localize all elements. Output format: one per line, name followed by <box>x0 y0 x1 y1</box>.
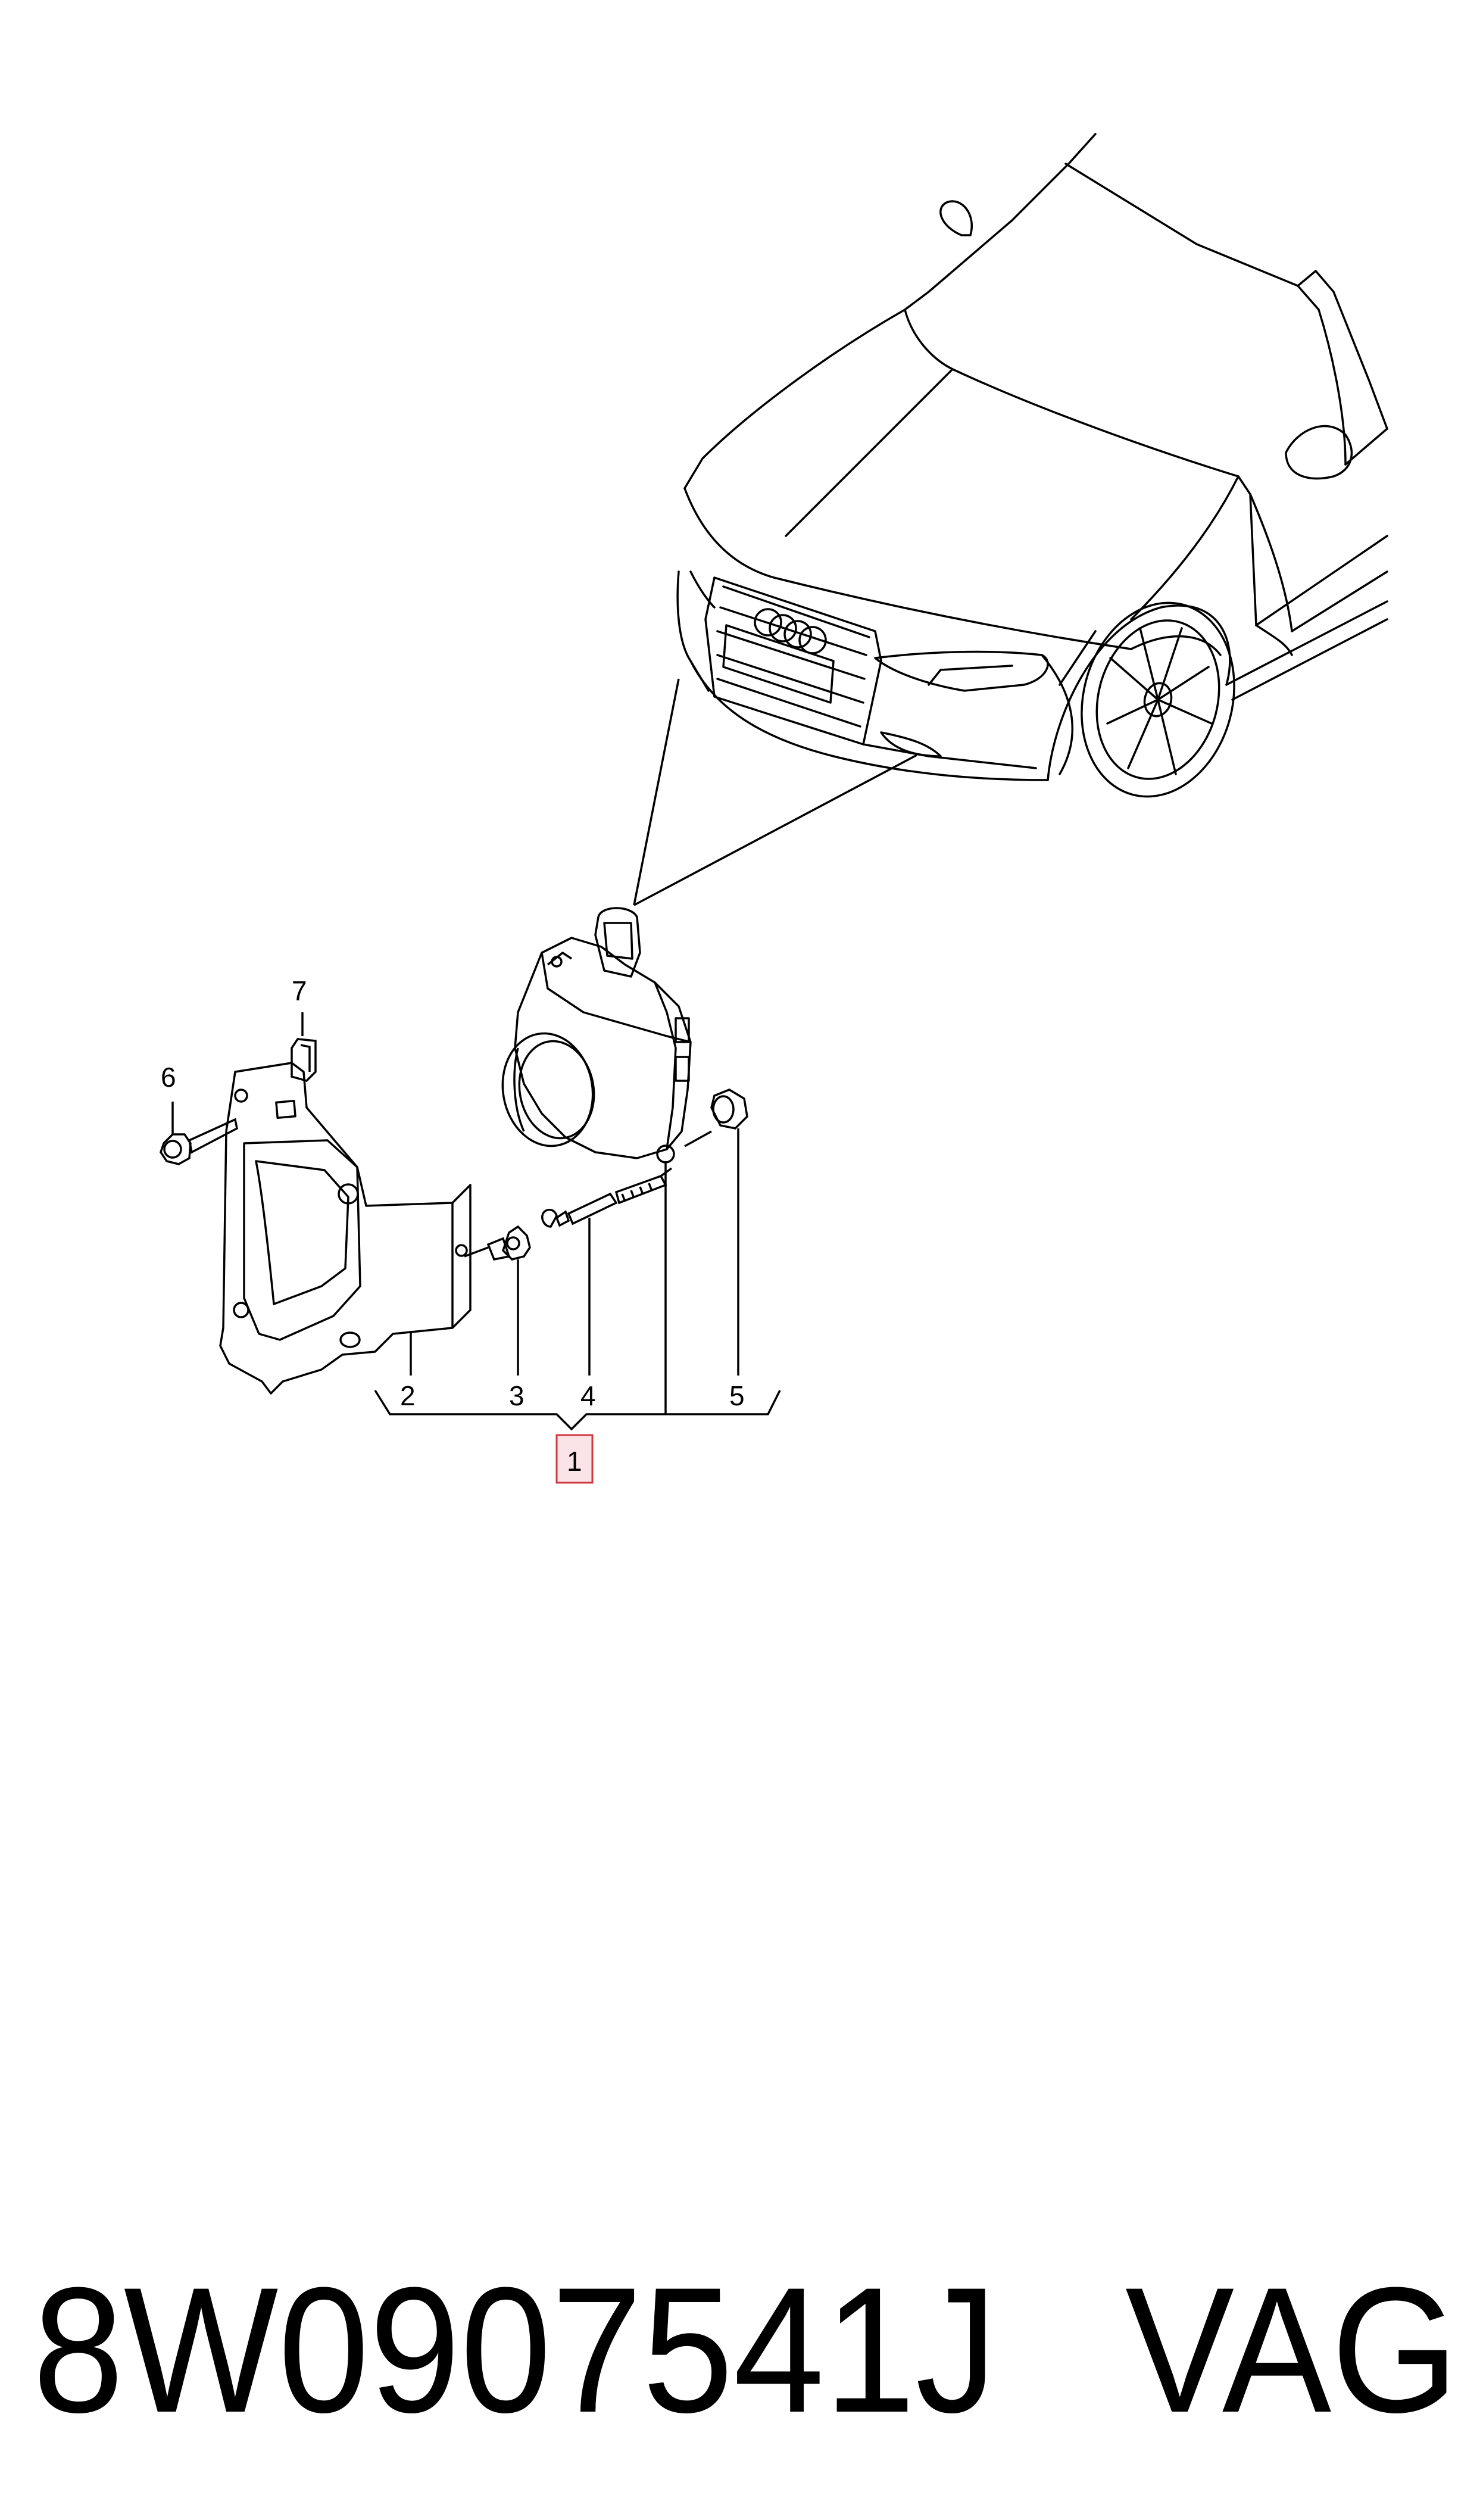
callout-labels: 7 6 2 3 4 5 1 <box>161 975 745 1484</box>
car-illustration <box>676 133 1388 798</box>
callout-5: 5 <box>729 1380 745 1411</box>
callout-2: 2 <box>400 1380 416 1411</box>
callout-3: 3 <box>509 1380 524 1411</box>
radar-sensor-unit <box>501 907 692 1164</box>
ball-socket-part-5 <box>684 1089 748 1147</box>
adjusting-screw-part-4 <box>541 1167 673 1228</box>
clip-part-7 <box>291 1038 317 1082</box>
callout-leader-lines <box>171 1012 781 1431</box>
part-number-text: 8W0907541J <box>33 2250 997 2450</box>
callout-4: 4 <box>580 1380 596 1411</box>
callout-1: 1 <box>567 1446 582 1477</box>
clip-nut-part-3 <box>464 1225 531 1261</box>
callout-1-highlight-box <box>555 1434 594 1484</box>
callout-7: 7 <box>292 975 307 1006</box>
brand-text: VAG <box>1125 2250 1459 2450</box>
callout-6: 6 <box>161 1062 176 1093</box>
screw-part-6 <box>160 1118 238 1165</box>
mounting-bracket <box>219 1062 472 1395</box>
car-leader-lines <box>633 678 917 906</box>
